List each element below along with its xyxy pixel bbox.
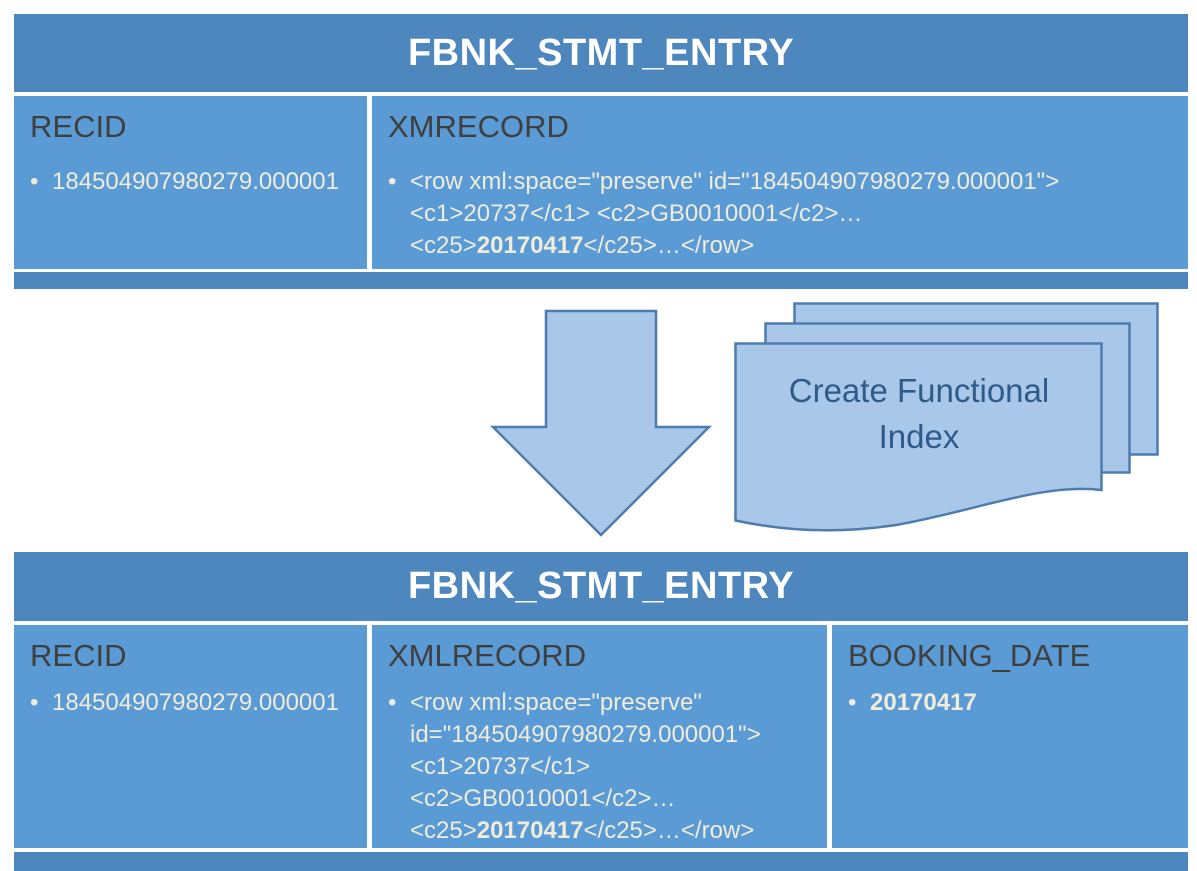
top-column-header-xmrecord: XMRECORD xyxy=(388,109,569,144)
bottom-table-cell-booking-date: BOOKING_DATE • 20170417 xyxy=(832,625,1188,848)
bottom-recid-bullet-item: • 184504907980279.000001 xyxy=(30,687,355,719)
top-xmrecord-bullet-item: • <row xml:space="preserve" id="18450490… xyxy=(388,166,1176,262)
bullet-icon: • xyxy=(848,689,857,716)
bullet-icon: • xyxy=(30,168,39,195)
bottom-table-title: FBNK_STMT_ENTRY xyxy=(407,565,795,607)
bottom-table-body-row: RECID • 184504907980279.000001 XMLRECORD… xyxy=(14,625,1188,848)
bullet-icon: • xyxy=(388,689,397,716)
down-arrow-icon xyxy=(490,309,712,537)
top-table-header-band: FBNK_STMT_ENTRY xyxy=(14,14,1188,92)
bottom-recid-value: 184504907980279.000001 xyxy=(52,689,339,716)
create-functional-index-label: Create Functional Index xyxy=(788,372,1050,455)
bottom-xmlrecord-value: <row xml:space="preserve"id="18450490798… xyxy=(410,689,761,844)
top-table-cell-recid: RECID • 184504907980279.000001 xyxy=(14,96,367,269)
top-column-header-recid: RECID xyxy=(30,109,127,144)
bottom-table: FBNK_STMT_ENTRY RECID • 184504907980279.… xyxy=(14,552,1188,871)
document-front-sheet xyxy=(734,342,1103,532)
bullet-icon: • xyxy=(388,168,397,195)
bottom-table-cell-recid: RECID • 184504907980279.000001 xyxy=(14,625,367,848)
top-table-title: FBNK_STMT_ENTRY xyxy=(407,31,795,74)
top-table: FBNK_STMT_ENTRY RECID • 184504907980279.… xyxy=(14,14,1188,289)
top-table-cell-xmrecord: XMRECORD • <row xml:space="preserve" id=… xyxy=(372,96,1188,269)
bottom-table-header-band: FBNK_STMT_ENTRY xyxy=(14,552,1188,621)
top-recid-value: 184504907980279.000001 xyxy=(52,168,339,195)
bullet-icon: • xyxy=(30,689,39,716)
bottom-booking-date-bullet-item: • 20170417 xyxy=(848,687,1176,719)
top-table-footer-band xyxy=(14,272,1188,289)
top-xmrecord-value: <row xml:space="preserve" id="1845049079… xyxy=(410,168,1060,259)
bottom-column-header-booking-date: BOOKING_DATE xyxy=(848,638,1091,673)
bottom-column-header-xmlrecord: XMLRECORD xyxy=(388,638,587,673)
bottom-xmlrecord-bullet-item: • <row xml:space="preserve"id="184504907… xyxy=(388,687,815,847)
bottom-table-footer-band xyxy=(14,852,1188,871)
top-table-body-row: RECID • 184504907980279.000001 XMRECORD … xyxy=(14,96,1188,269)
bottom-booking-date-value: 20170417 xyxy=(870,689,977,716)
multidocument-icon: Create Functional Index xyxy=(731,299,1165,544)
bottom-table-cell-xmlrecord: XMLRECORD • <row xml:space="preserve"id=… xyxy=(372,625,827,848)
top-recid-bullet-item: • 184504907980279.000001 xyxy=(30,166,355,198)
bottom-column-header-recid: RECID xyxy=(30,638,127,673)
